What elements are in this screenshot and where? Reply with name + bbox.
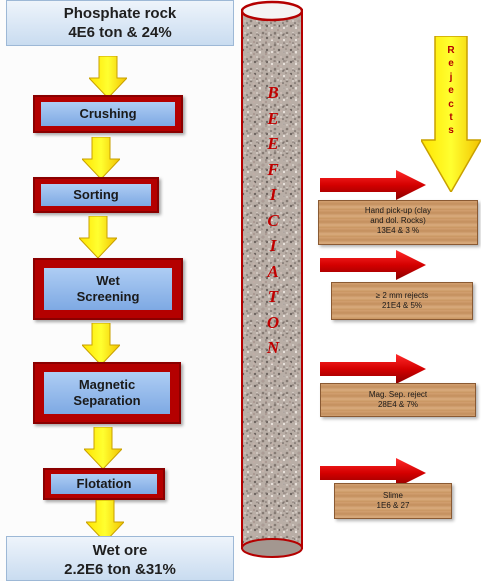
right-arrow-4 <box>320 458 426 488</box>
pipe-letter: B <box>267 83 279 102</box>
right-arrow-1 <box>320 170 426 200</box>
pipe-letter: I <box>269 236 277 255</box>
step-crushing: Crushing <box>33 95 183 133</box>
right-arrow-3 <box>320 354 426 384</box>
step-magnetic-separation: Magnetic Separation <box>33 362 181 424</box>
feed-title: Phosphate rock <box>63 5 177 22</box>
step-wet-screening-line2: Screening <box>76 289 140 304</box>
down-arrow-6 <box>86 500 124 542</box>
down-arrow-3 <box>79 216 117 258</box>
down-arrow-2 <box>82 137 120 179</box>
down-arrow-4 <box>82 323 120 365</box>
reject-hand-pickup-line2: and dol. Rocks) <box>370 216 426 225</box>
pipe-letter: I <box>269 185 277 204</box>
beneficiation-pipe <box>241 0 303 558</box>
rejects-letter: R <box>447 45 455 56</box>
feed-box: Phosphate rock 4E6 ton & 24% <box>6 0 234 46</box>
pipe-letter: N <box>266 338 280 357</box>
rejects-vertical-text: R e j e c t s <box>440 44 462 138</box>
rejects-letter: e <box>448 85 454 97</box>
step-flotation: Flotation <box>43 468 165 500</box>
rejects-letter: t <box>449 112 453 124</box>
reject-slime: Slime 1E6 & 27 <box>334 483 452 519</box>
reject-hand-pickup: Hand pick-up (clay and dol. Rocks) 13E4 … <box>318 200 478 245</box>
reject-magnetic: Mag. Sep. reject 28E4 & 7% <box>320 383 476 417</box>
reject-magnetic-amount: 28E4 & 7% <box>377 400 419 409</box>
step-wet-screening-line1: Wet <box>96 273 120 288</box>
rejects-letter: j <box>449 71 453 83</box>
rejects-letter: e <box>448 58 454 70</box>
pipe-letter: O <box>266 312 280 332</box>
reject-screening: ≥ 2 mm rejects 21E4 & 5% <box>331 282 473 320</box>
pipe-letter: E <box>267 134 279 153</box>
pipe-letter: F <box>267 159 279 179</box>
pipe-letter: C <box>267 210 279 230</box>
reject-screening-amount: 21E4 & 5% <box>381 301 423 310</box>
rejects-letter: s <box>448 125 454 137</box>
step-crushing-label: Crushing <box>79 106 137 121</box>
feed-amount: 4E6 ton & 24% <box>68 24 172 41</box>
step-flotation-label: Flotation <box>76 476 132 491</box>
rejects-down-arrow <box>421 36 481 192</box>
down-arrow-5 <box>84 427 122 469</box>
reject-hand-pickup-amount: 13E4 & 3 % <box>376 226 420 235</box>
reject-slime-line1: Slime <box>382 491 403 500</box>
step-sorting-label: Sorting <box>73 187 119 202</box>
pipe-letter: T <box>267 287 279 306</box>
reject-screening-line1: ≥ 2 mm rejects <box>375 291 429 300</box>
rejects-letter: c <box>448 98 454 110</box>
step-sorting: Sorting <box>33 177 159 213</box>
product-title: Wet ore <box>92 542 148 559</box>
step-magnetic-line2: Separation <box>73 393 141 408</box>
step-wet-screening: Wet Screening <box>33 258 183 320</box>
pipe-vertical-text: B E E F I C I A T O N <box>262 80 284 361</box>
pipe-letter: E <box>267 108 279 128</box>
reject-slime-amount: 1E6 & 27 <box>376 501 410 510</box>
pipe-letter: A <box>267 261 279 281</box>
product-box: Wet ore 2.2E6 ton &31% <box>6 536 234 581</box>
reject-magnetic-line1: Mag. Sep. reject <box>368 390 428 399</box>
step-magnetic-line1: Magnetic <box>78 377 136 392</box>
right-arrow-2 <box>320 250 426 280</box>
down-arrow-1 <box>89 56 127 98</box>
product-amount: 2.2E6 ton &31% <box>64 561 176 578</box>
reject-hand-pickup-line1: Hand pick-up (clay <box>364 206 432 215</box>
